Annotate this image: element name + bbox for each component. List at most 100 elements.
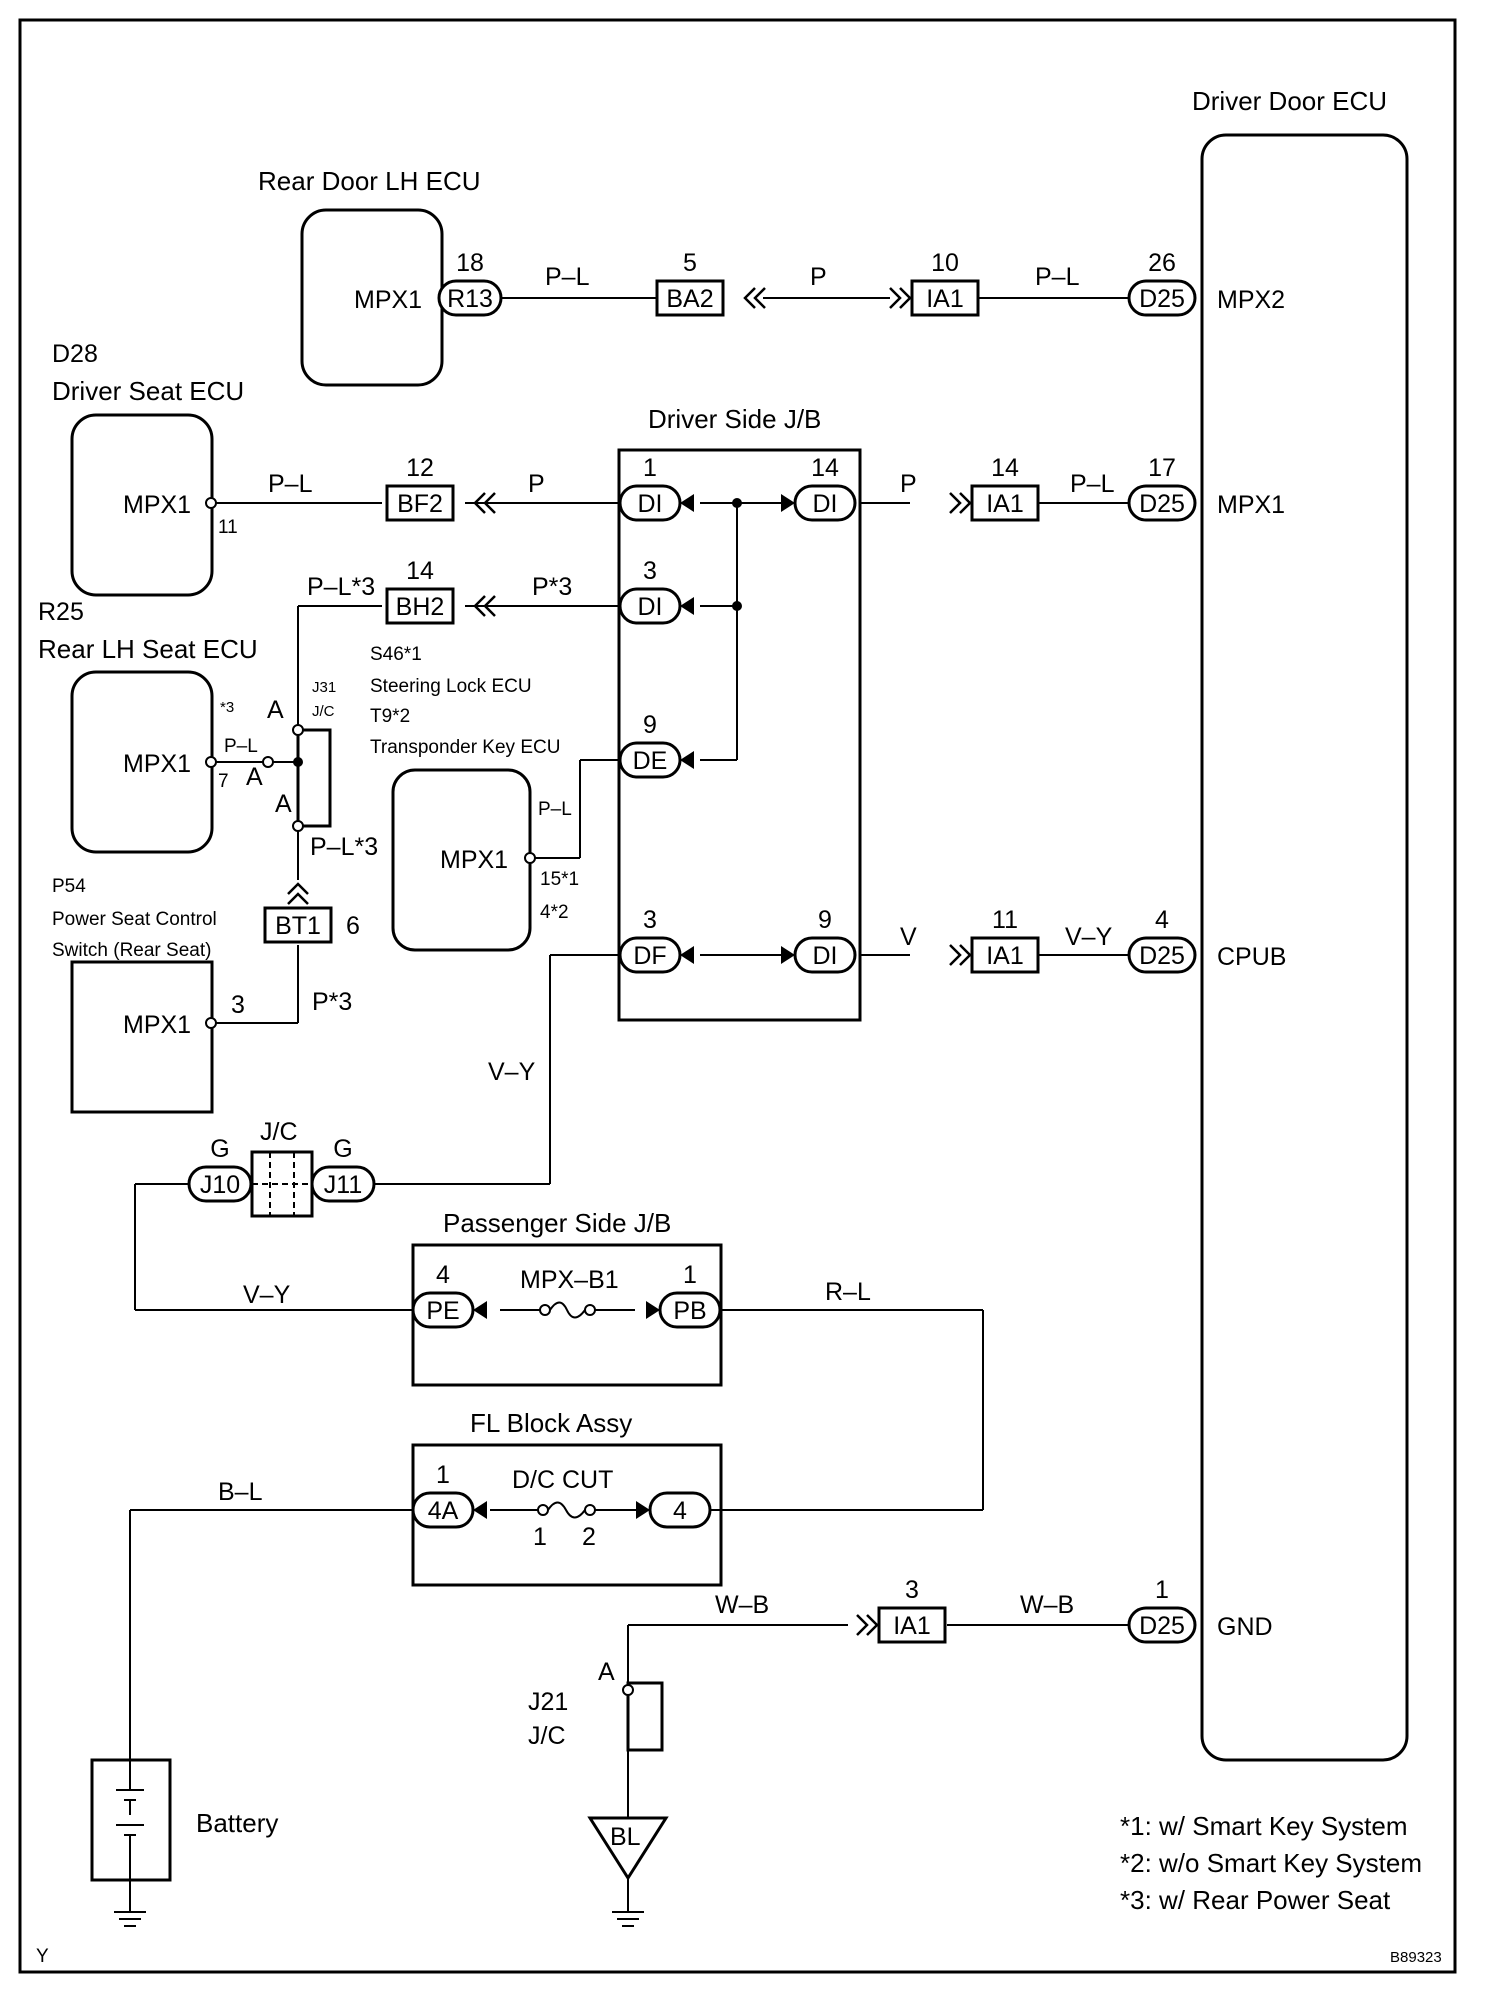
- connector-pin-d25_c: 4: [1155, 906, 1169, 934]
- connector-pin-de_9: 9: [643, 711, 657, 739]
- wire-label-bh2-left: P–L*3: [307, 573, 375, 601]
- connector-pin-ia1_a: 10: [931, 249, 959, 277]
- connector-name-pe: PE: [426, 1297, 459, 1325]
- connector-wire-j10: G: [210, 1135, 229, 1163]
- rear-lh-seat-terminal: [205, 756, 217, 768]
- steering-lock-terminal: [524, 852, 536, 864]
- connector-arrow-icon: [949, 944, 972, 966]
- power-seat-terminal: [205, 1017, 217, 1029]
- passenger-side-jb-title: Passenger Side J/B: [443, 1208, 671, 1238]
- rear-door-lh-ecu-title: Rear Door LH ECU: [258, 166, 481, 196]
- wire-label-j10-pe: V–Y: [243, 1281, 291, 1309]
- battery-icon: [90, 1758, 172, 1882]
- driver-door-ecu-title: Driver Door ECU: [1192, 86, 1387, 116]
- wire-label-ia1-d25-b: P–L: [1070, 470, 1115, 498]
- connector-pin-pe: 4: [436, 1261, 450, 1289]
- j31-pin-a-left: A: [246, 763, 263, 791]
- driver-seat-terminal: [205, 497, 217, 509]
- j21-label: J21: [528, 1688, 568, 1716]
- power-seat-mpx1-pin: MPX1: [123, 1011, 191, 1039]
- diagram-frame: [18, 18, 1457, 1974]
- connector-cap-icon: [680, 494, 694, 512]
- note-2: *2: w/o Smart Key System: [1120, 1848, 1422, 1878]
- connector-j11: J11 G: [310, 1135, 376, 1203]
- steering-lock-code: S46*1: [370, 644, 422, 665]
- power-seat-switch-box: [70, 960, 214, 1114]
- connector-pin-ba2: 5: [683, 249, 697, 277]
- pin-gnd: GND: [1217, 1613, 1273, 1641]
- connector-name-r13: R13: [447, 285, 493, 313]
- power-seat-switch-title-2: Switch (Rear Seat): [52, 940, 211, 961]
- j21-pin-a: A: [598, 1658, 615, 1686]
- connector-pin-di_9: 9: [818, 906, 832, 934]
- connector-cap-icon: [680, 946, 694, 964]
- connector-name-j11: J11: [324, 1171, 362, 1199]
- steering-lock-mpx1-pin: MPX1: [440, 846, 508, 874]
- connector-arrow-icon: [473, 595, 496, 617]
- connector-cap-icon: [646, 1301, 660, 1319]
- connector-pin-di_3: 3: [643, 557, 657, 585]
- connector-pin-ia1_d: 3: [905, 1576, 919, 1604]
- connector-name-d25_b: D25: [1139, 490, 1185, 518]
- battery-title: Battery: [196, 1808, 278, 1838]
- connector-name-d25_d: D25: [1139, 1612, 1185, 1640]
- connector-cap-icon: [680, 597, 694, 615]
- splice-dot-1: [732, 498, 742, 508]
- wire-label-battery: B–L: [218, 1478, 263, 1506]
- note-1: *1: w/ Smart Key System: [1120, 1811, 1408, 1841]
- steering-lock-pin-no-1: 15*1: [540, 869, 579, 890]
- driver-door-ecu-box: [1200, 133, 1409, 1762]
- ground-icon-2: [114, 1911, 146, 1927]
- mpx-b1-fuse-label: MPX–B1: [520, 1266, 619, 1294]
- connector-cap-icon: [680, 751, 694, 769]
- driver-seat-mpx1-pin: MPX1: [123, 491, 191, 519]
- connector-pb: PB1: [646, 1261, 722, 1329]
- steering-lock-pin-no-2: 4*2: [540, 902, 569, 923]
- connector-pe: PE 4: [411, 1261, 487, 1329]
- wire-label-rear-door: P–L: [545, 263, 590, 291]
- wire-label-di-ia1-c: V: [900, 923, 917, 951]
- connector-pin-d25_a: 26: [1148, 249, 1176, 277]
- fl-block-title: FL Block Assy: [470, 1408, 632, 1438]
- j21-junction: [622, 1681, 664, 1752]
- connector-pin-pb: 1: [683, 1261, 697, 1289]
- connector-name-di_1: DI: [638, 490, 663, 518]
- driver-seat-ecu-title: Driver Seat ECU: [52, 376, 244, 406]
- jc-mid-title: J/C: [260, 1118, 298, 1146]
- connector-name-c4: 4: [673, 1497, 687, 1525]
- pin-mpx1: MPX1: [1217, 491, 1285, 519]
- connector-name-di_3: DI: [638, 593, 663, 621]
- driver-seat-ecu-code: D28: [52, 340, 98, 368]
- power-seat-switch-title-1: Power Seat Control: [52, 909, 217, 930]
- driver-side-jb-title: Driver Side J/B: [648, 404, 821, 434]
- wire-label-j31-bt1: P–L*3: [310, 833, 378, 861]
- steering-lock-title: Steering Lock ECU: [370, 676, 532, 697]
- connector-pin-c4a: 1: [436, 1461, 450, 1489]
- connector-name-d25_c: D25: [1139, 942, 1185, 970]
- connector-name-ia1_c: IA1: [986, 942, 1024, 970]
- connector-pin-ia1_c: 11: [992, 906, 1018, 934]
- rear-lh-seat-note: *3: [220, 699, 234, 716]
- driver-side-jb-box: [617, 448, 862, 1022]
- ground-bl-icon: [587, 1816, 669, 1881]
- connector-pin-d25_b: 17: [1148, 454, 1176, 482]
- wire-label-ia1-d25-a: P–L: [1035, 263, 1080, 291]
- connector-name-di_14: DI: [813, 490, 838, 518]
- connector-cap-icon: [473, 1501, 487, 1519]
- connector-name-df_3: DF: [633, 942, 666, 970]
- driver-seat-pin-no: 11: [218, 517, 238, 538]
- connector-pin-di_1: 1: [643, 454, 657, 482]
- connector-di_9: DI9: [781, 906, 857, 974]
- connector-wire-j11: G: [333, 1135, 352, 1163]
- connector-arrow-icon: [889, 287, 912, 309]
- rear-door-mpx1-pin: MPX1: [354, 286, 422, 314]
- wire-label-bh2-right: P*3: [532, 573, 572, 601]
- connector-cap-icon: [636, 1501, 650, 1519]
- pin-mpx2: MPX2: [1217, 286, 1285, 314]
- connector-arrow-icon: [473, 492, 496, 514]
- connector-pin-d25_d: 1: [1155, 1576, 1169, 1604]
